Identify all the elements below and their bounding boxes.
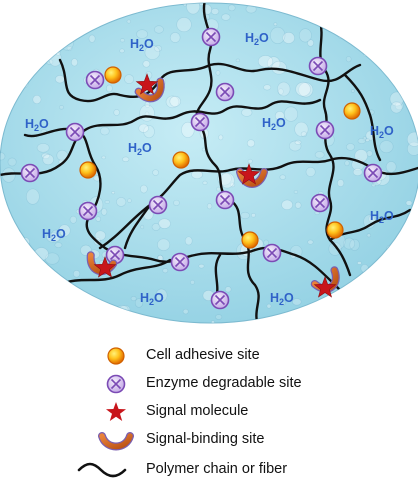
polymer-chain xyxy=(0,98,322,177)
signal-binding-site xyxy=(134,77,165,103)
cell-adhesive-site xyxy=(79,161,97,179)
legend-label: Signal-binding site xyxy=(146,431,265,447)
water-label: H2O xyxy=(270,291,294,307)
legend: Cell adhesive site Enzyme degradable sit… xyxy=(0,340,418,500)
signal-molecules xyxy=(93,73,337,298)
water-label: H2O xyxy=(370,124,394,140)
enzyme-degradable-site xyxy=(210,290,230,310)
enzyme-degradable-site xyxy=(170,252,190,272)
cell-adhesive-site-icon xyxy=(107,347,125,365)
polymer-chain xyxy=(195,3,262,323)
legend-item-polymer-chain: Polymer chain or fiber xyxy=(0,458,418,482)
signal-molecule xyxy=(237,163,261,185)
polymer-chain xyxy=(23,127,362,317)
enzyme-sites xyxy=(20,27,383,310)
legend-label: Cell adhesive site xyxy=(146,347,260,363)
polymer-chain xyxy=(343,73,382,162)
water-label: H2O xyxy=(42,227,66,243)
legend-item-enzyme-degradable: Enzyme degradable site xyxy=(0,372,418,396)
signal-binding-site xyxy=(236,168,268,188)
legend-item-signal-molecule: Signal molecule xyxy=(0,400,418,424)
water-labels: H2O H2O H2O H2O H2O H2O H2O H2O H2O H2O xyxy=(25,31,394,307)
legend-item-signal-binding: Signal-binding site xyxy=(0,428,418,452)
cell-adhesive-site xyxy=(343,102,361,120)
enzyme-degradable-site xyxy=(20,163,40,183)
signal-molecule xyxy=(93,256,117,278)
signal-molecule xyxy=(135,73,159,95)
water-label: H2O xyxy=(245,31,269,47)
legend-label: Polymer chain or fiber xyxy=(146,461,288,477)
cell-adhesive-site xyxy=(326,221,344,239)
enzyme-degradable-site xyxy=(315,120,335,140)
cell-adhesive-site xyxy=(241,231,259,249)
enzyme-degradable-site xyxy=(310,193,330,213)
water-label: H2O xyxy=(370,209,394,225)
enzyme-degradable-site xyxy=(85,70,105,90)
signal-molecule-icon xyxy=(106,402,126,421)
polymer-chain xyxy=(58,258,172,287)
water-label: H2O xyxy=(130,37,154,53)
enzyme-degradable-site xyxy=(78,201,98,221)
cell-adhesive-site xyxy=(172,151,190,169)
polymer-chain xyxy=(58,58,362,103)
legend-item-cell-adhesive: Cell adhesive site xyxy=(0,344,418,368)
enzyme-degradable-site xyxy=(308,56,328,76)
enzyme-degradable-site xyxy=(65,122,85,142)
enzyme-degradable-site-icon xyxy=(106,374,126,394)
hydrogel-body xyxy=(0,2,418,324)
enzyme-degradable-site xyxy=(215,82,235,102)
water-label: H2O xyxy=(262,116,286,132)
enzyme-degradable-site xyxy=(148,195,168,215)
enzyme-degradable-site xyxy=(215,190,235,210)
adhesive-sites xyxy=(79,66,361,249)
enzyme-degradable-site xyxy=(190,112,210,132)
water-label: H2O xyxy=(25,117,49,133)
signal-binding-site-icon xyxy=(98,432,134,451)
cell-adhesive-site xyxy=(104,66,122,84)
water-label: H2O xyxy=(140,291,164,307)
legend-label: Enzyme degradable site xyxy=(146,375,302,391)
water-label: H2O xyxy=(128,141,152,157)
enzyme-degradable-site xyxy=(363,163,383,183)
signal-molecule xyxy=(313,276,337,298)
polymer-chain-icon xyxy=(77,462,127,478)
polymer-chain xyxy=(123,203,152,250)
enzyme-degradable-site xyxy=(201,27,221,47)
enzyme-degradable-site xyxy=(262,243,282,263)
legend-label: Signal molecule xyxy=(146,403,249,419)
